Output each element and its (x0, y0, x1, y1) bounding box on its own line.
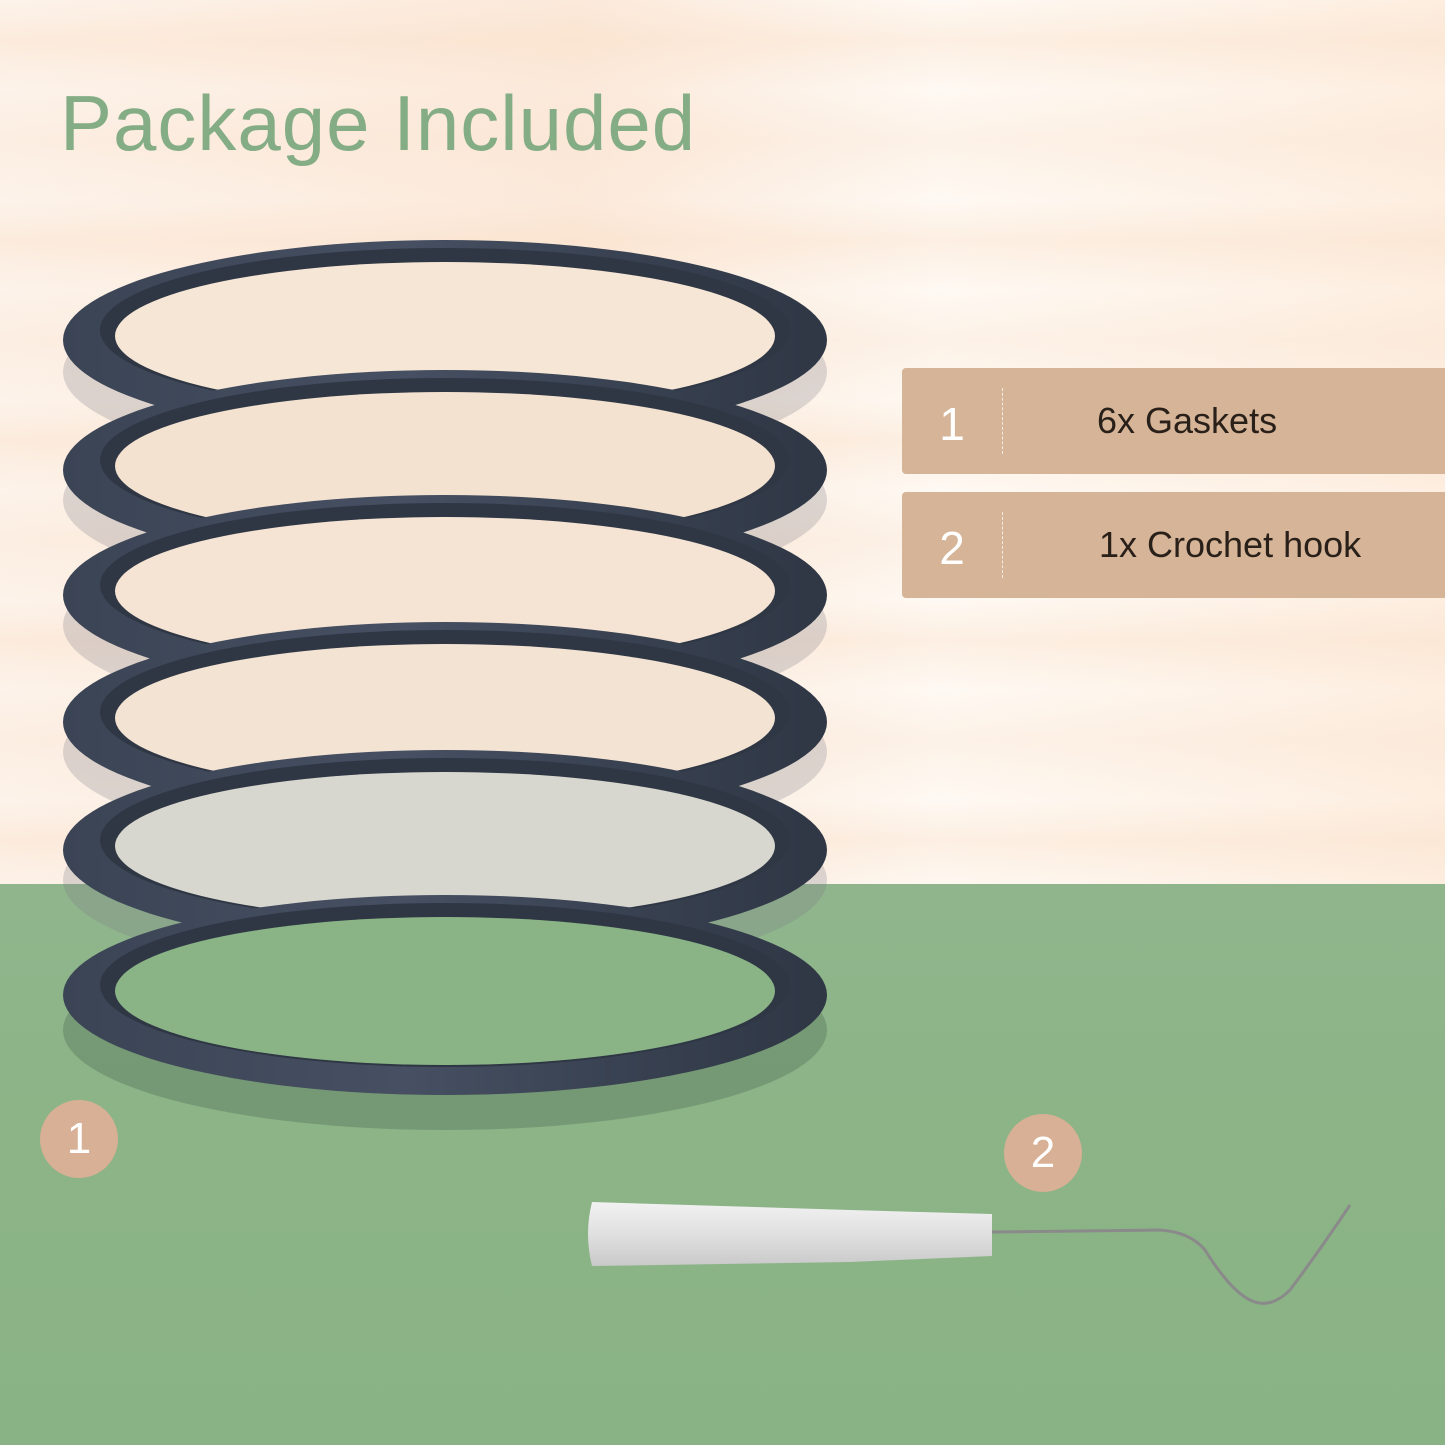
package-item-gaskets: 1 6x Gaskets (902, 368, 1445, 474)
number-badge-1: 1 (40, 1100, 118, 1178)
gasket-ring (63, 495, 827, 725)
item-label: 6x Gaskets (1097, 400, 1278, 441)
number-badge-2: 2 (1004, 1114, 1082, 1192)
item-divider (1002, 512, 1003, 578)
item-number: 1 (939, 398, 965, 450)
page-title: Package Included (60, 79, 697, 167)
item-number: 2 (939, 522, 965, 574)
gasket-ring (63, 895, 827, 1130)
package-item-crochet-hook: 2 1x Crochet hook (902, 492, 1445, 598)
item-label: 1x Crochet hook (1099, 524, 1362, 565)
item-divider (1002, 388, 1003, 454)
